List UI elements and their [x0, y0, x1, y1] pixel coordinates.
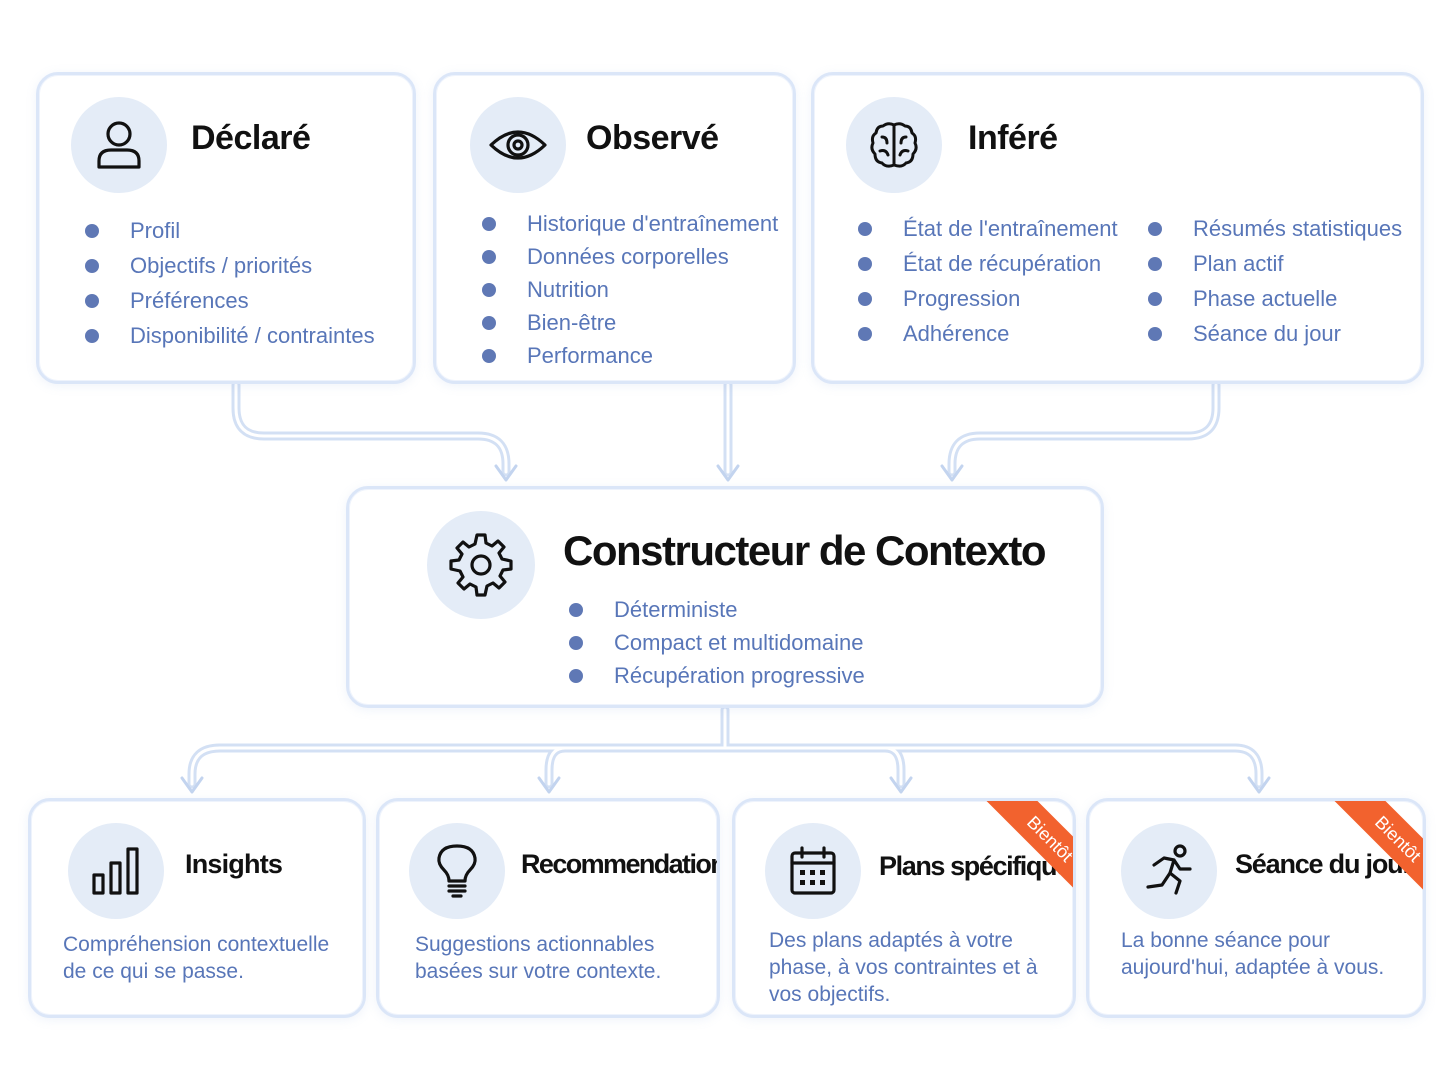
declared-list: Profil Objectifs / priorités Préférences… — [85, 213, 375, 353]
plans-card: Plans spécifiques Des plans adaptés à vo… — [732, 798, 1076, 1018]
list-item: Déterministe — [569, 593, 865, 626]
insights-title: Insights — [185, 849, 283, 879]
list-item: Résumés statistiques — [1148, 211, 1402, 246]
list-item: Récupération progressive — [569, 659, 865, 692]
user-icon — [97, 121, 141, 169]
list-item: Profil — [85, 213, 375, 248]
builder-icon-circle — [427, 511, 535, 619]
arrowhead-declared — [494, 464, 518, 482]
runner-icon — [1146, 844, 1192, 895]
declared-card: Déclaré Profil Objectifs / priorités Pré… — [36, 72, 416, 384]
plans-icon-circle — [765, 823, 861, 919]
list-item: Adhérence — [858, 316, 1118, 351]
insights-icon-circle — [68, 823, 164, 919]
list-item: Bien-être — [482, 306, 778, 339]
arrowhead-inferred — [940, 464, 964, 482]
list-item: Données corporelles — [482, 240, 778, 273]
recommendations-icon-circle — [409, 823, 505, 919]
builder-list: Déterministe Compact et multidomaine Réc… — [569, 593, 865, 692]
list-item: État de l'entraînement — [858, 211, 1118, 246]
brain-icon — [870, 122, 918, 168]
bar-chart-icon — [92, 847, 139, 895]
list-item: Préférences — [85, 283, 375, 318]
inferred-list-left: État de l'entraînement État de récupérat… — [858, 211, 1118, 351]
inferred-title: Inféré — [968, 119, 1058, 157]
declared-title: Déclaré — [191, 119, 311, 157]
arrowhead-recommendations — [537, 776, 561, 794]
session-description: La bonne séance pour aujourd'hui, adapté… — [1121, 929, 1385, 979]
insights-description: Compréhension contextuelle de ce qui se … — [63, 933, 330, 983]
gear-icon — [449, 533, 513, 597]
list-item: Nutrition — [482, 273, 778, 306]
recommendations-title: Recommendations — [521, 849, 720, 879]
arrowhead-session — [1247, 776, 1271, 794]
list-item: Séance du jour — [1148, 316, 1402, 351]
arrowhead-observed — [716, 464, 740, 482]
recommendations-description: Suggestions actionnables basées sur votr… — [415, 933, 662, 983]
observed-icon-circle — [470, 97, 566, 193]
list-item: État de récupération — [858, 246, 1118, 281]
inferred-card: Inféré État de l'entraînement État de ré… — [811, 72, 1424, 384]
list-item: Objectifs / priorités — [85, 248, 375, 283]
lightbulb-icon — [437, 844, 477, 898]
observed-list: Historique d'entraînement Données corpor… — [482, 207, 778, 372]
inferred-icon-circle — [846, 97, 942, 193]
list-item: Phase actuelle — [1148, 281, 1402, 316]
declared-icon-circle — [71, 97, 167, 193]
inferred-list-right: Résumés statistiques Plan actif Phase ac… — [1148, 211, 1402, 351]
list-item: Plan actif — [1148, 246, 1402, 281]
arrowhead-insights — [180, 776, 204, 794]
session-title: Séance du jour — [1235, 849, 1413, 879]
observed-title: Observé — [586, 119, 719, 157]
observed-card: Observé Historique d'entraînement Donnée… — [433, 72, 796, 384]
arrowhead-plans — [889, 776, 913, 794]
list-item: Historique d'entraînement — [482, 207, 778, 240]
plans-description: Des plans adaptés à votre phase, à vos c… — [769, 929, 1038, 1006]
list-item: Disponibilité / contraintes — [85, 318, 375, 353]
list-item: Progression — [858, 281, 1118, 316]
insights-card: Insights Compréhension contextuelle de c… — [28, 798, 366, 1018]
session-icon-circle — [1121, 823, 1217, 919]
list-item: Performance — [482, 339, 778, 372]
builder-title: Constructeur de Contexto — [563, 527, 1047, 574]
calendar-icon — [790, 846, 836, 895]
context-builder-card: Constructeur de Contexto Déterministe Co… — [346, 486, 1104, 708]
daily-session-card: Séance du jour La bonne séance pour aujo… — [1086, 798, 1426, 1018]
list-item: Compact et multidomaine — [569, 626, 865, 659]
recommendations-card: Recommendations Suggestions actionnables… — [376, 798, 720, 1018]
eye-icon — [489, 130, 547, 160]
